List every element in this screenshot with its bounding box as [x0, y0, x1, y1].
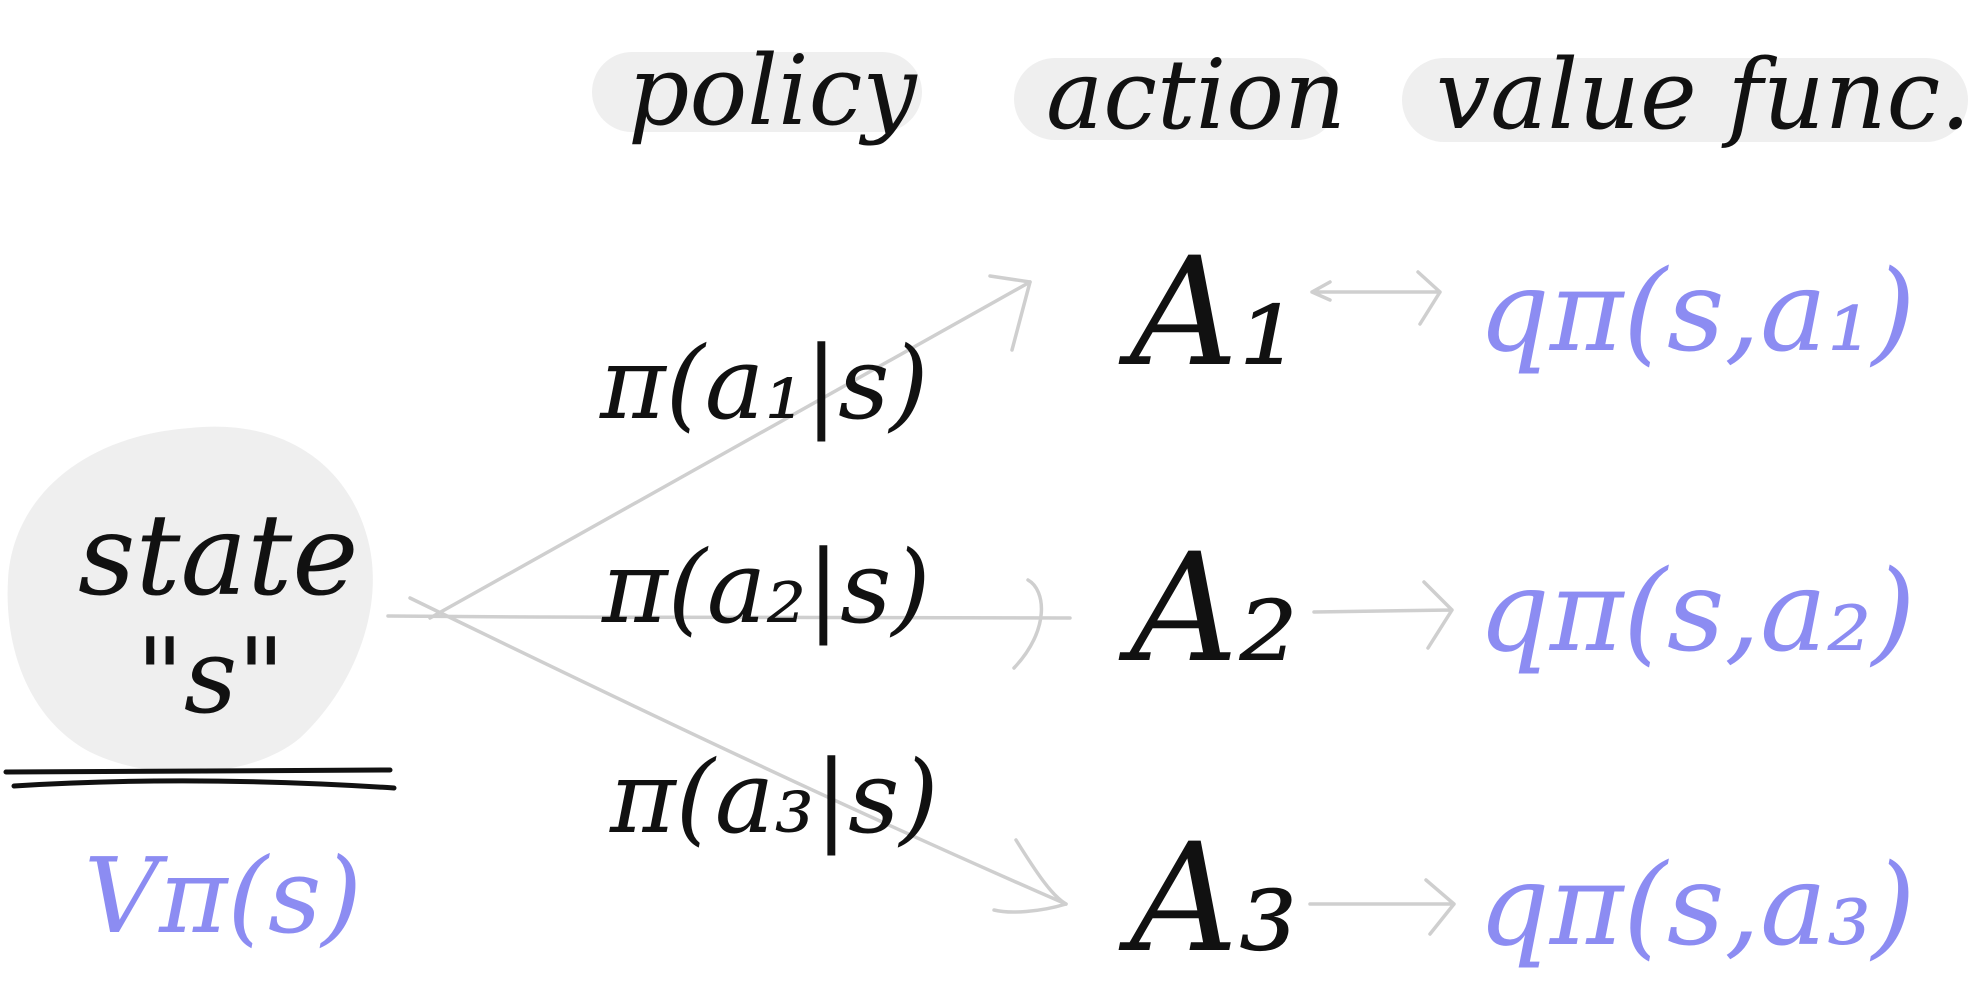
q-value-a3: qπ(s,a₃) [1478, 841, 1915, 971]
q-value-a2: qπ(s,a₂) [1478, 547, 1915, 677]
arrow-a1-q1 [1310, 270, 1442, 326]
arrow-a3-q3 [1308, 878, 1456, 936]
state-symbol: "s" [136, 615, 285, 737]
arrow-head-a1 [988, 274, 1032, 352]
action-a3: A₃ [1118, 812, 1298, 986]
arrow-head-a2 [1012, 578, 1044, 670]
q-value-a1: qπ(s,a₁) [1478, 247, 1915, 377]
policy-header-pill [592, 52, 922, 132]
state-label: state [78, 491, 359, 621]
action-header: action [1046, 39, 1346, 151]
state-underline-bottom [11, 778, 397, 791]
arrow-a2-q2 [1312, 580, 1454, 650]
state-underline-top [3, 767, 393, 775]
arrow-head-a3 [992, 838, 1068, 914]
state-value-function: Vπ(s) [84, 835, 362, 957]
policy-arrows [386, 274, 1072, 914]
arrow-to-a3 [408, 596, 1068, 906]
policy-a2: π(a₂|s) [601, 529, 930, 646]
state-blob [7, 426, 373, 773]
action-a2: A₂ [1118, 522, 1298, 696]
policy-a1: π(a₁|s) [599, 325, 928, 442]
arrow-to-a2 [386, 614, 1072, 620]
value-arrows [1308, 270, 1456, 936]
value-func-header: value func. [1436, 39, 1968, 151]
action-a1: A₁ [1118, 226, 1298, 400]
policy-header: policy [628, 35, 918, 147]
value-func-header-pill [1402, 58, 1968, 142]
action-header-pill [1014, 58, 1338, 140]
arrow-to-a1 [428, 280, 1032, 620]
policy-a3: π(a₃|s) [609, 739, 938, 856]
